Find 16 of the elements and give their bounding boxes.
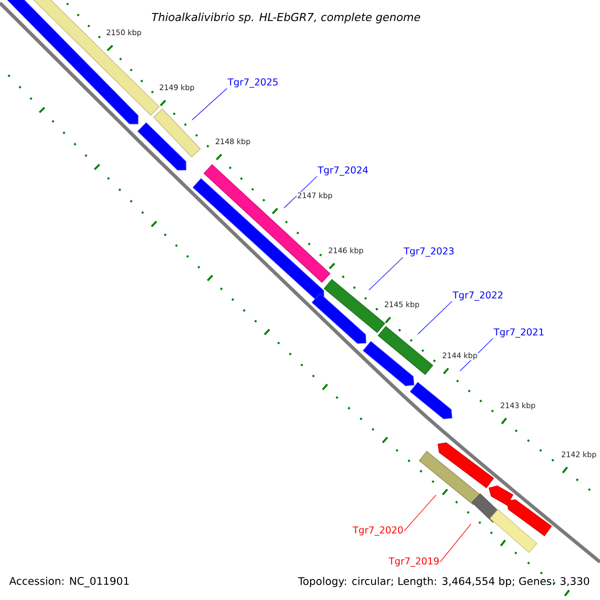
gene-label: Tgr7_2024 [318,166,368,176]
leader-line [284,176,318,208]
gene-label: Tgr7_2023 [404,247,454,257]
gene-label: Tgr7_2021 [494,328,544,338]
leader-line [368,257,404,290]
gene-label: Tgr7_2025 [228,78,278,88]
footer-text: Topology: circular; Length: 3,464,554 bp; Genes: 3,330 [298,576,590,588]
gene-label: Tgr7_2019 [388,557,439,567]
gene-label: Tgr7_2020 [352,526,403,536]
title: Thioalkalivibrio sp. HL-EbGR7, complete genome [152,12,420,24]
footer-text: Accession: NC_011901 [9,576,129,588]
leader-line [192,88,228,120]
gene-label: Tgr7_2022 [452,291,502,301]
leader-line [418,301,452,334]
leader-line [404,494,436,532]
leader-line [440,524,472,562]
